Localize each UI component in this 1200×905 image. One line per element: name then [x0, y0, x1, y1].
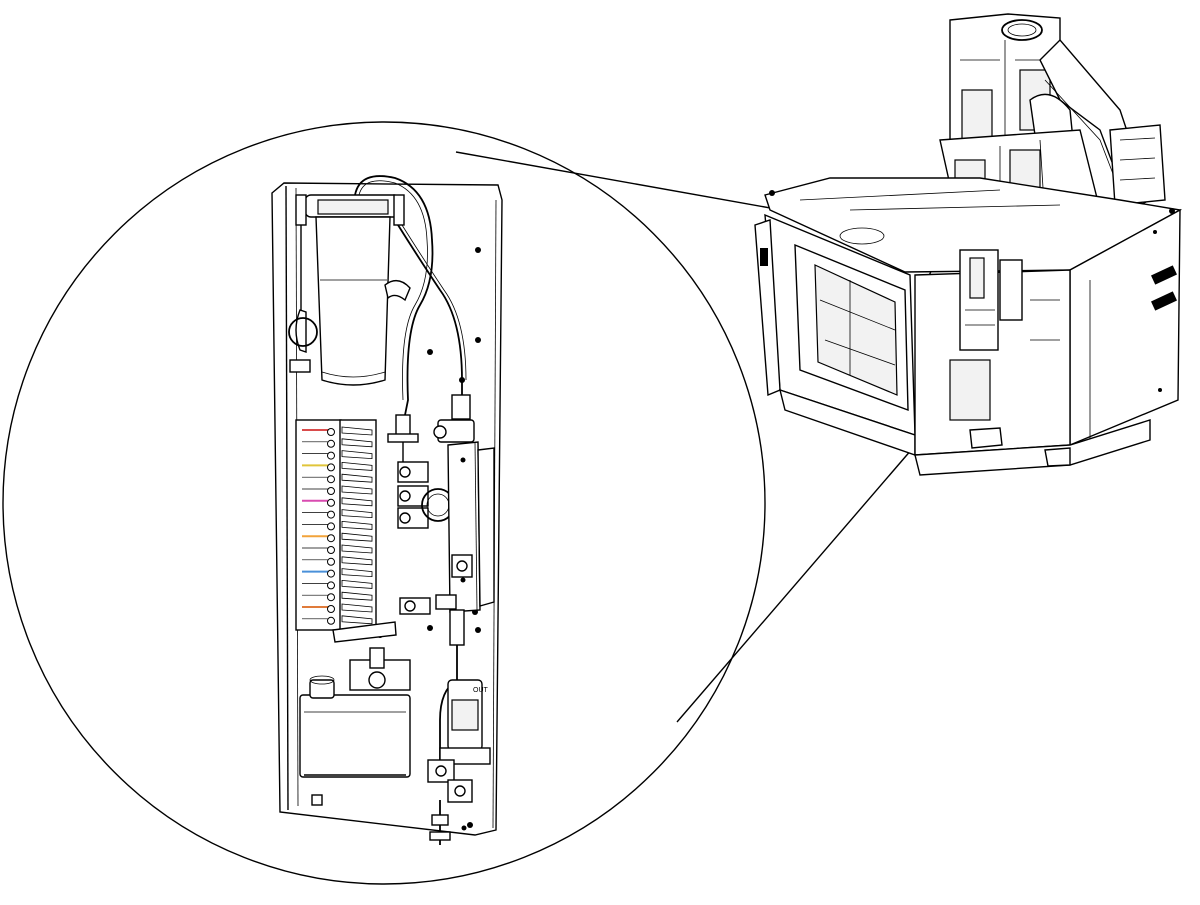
manifold-port [327, 605, 335, 613]
bottom-valves [427, 759, 473, 845]
manifold-fin [341, 426, 373, 436]
cnc-machine-overview [754, 13, 1183, 476]
hose-to-solenoid [397, 224, 463, 395]
injector-fitting [387, 414, 419, 470]
leader-line-bottom [676, 419, 938, 723]
lubrication-panel-detail: OUT [271, 175, 503, 845]
right-side-panel [1069, 208, 1181, 447]
lubrication-panel-housing [914, 249, 1071, 456]
side-vent-1 [1151, 265, 1177, 285]
filter-bowl [315, 216, 391, 386]
manifold-port [327, 522, 335, 531]
panel-left-flange [285, 185, 289, 811]
manifold-fin [341, 556, 373, 566]
machine-base [914, 419, 1151, 476]
main-solenoid-valve [433, 394, 475, 443]
manifold-port [327, 534, 335, 543]
reservoir-cap [309, 679, 335, 699]
hose-filter-out [354, 175, 434, 421]
manifold-port [327, 569, 335, 578]
manifold-fin [341, 603, 373, 613]
manifold-fin [341, 615, 373, 625]
manifold-port [327, 439, 335, 448]
manifold-fin [341, 497, 373, 507]
manifold-port [327, 475, 335, 484]
manifold-fin [341, 544, 373, 554]
top-access-hatch [839, 227, 885, 245]
manifold-ports [327, 426, 373, 625]
manifold-fin [341, 461, 373, 471]
manifold-port [327, 428, 335, 436]
manifold-port [327, 498, 335, 507]
lube-distribution-manifold [295, 419, 397, 643]
manifold-port [327, 616, 335, 625]
front-enclosure [754, 213, 916, 456]
manifold-bracket [332, 621, 397, 643]
manifold-fin [341, 532, 373, 542]
manifold-port [327, 463, 335, 472]
solenoid-valve-stack [397, 461, 455, 529]
manifold-port [327, 546, 335, 554]
air-manifold-rail [399, 441, 495, 615]
manifold-fin [341, 591, 373, 601]
cable-clamp [288, 309, 318, 373]
manifold-fin [341, 485, 373, 495]
tool-changer [1109, 124, 1166, 206]
detail-magnifier-circle [2, 121, 766, 885]
oil-reservoir [299, 647, 411, 806]
manifold-fin [341, 579, 373, 589]
filter-right-fitting [393, 194, 405, 226]
manifold-fin [341, 520, 373, 530]
air-hoses [354, 175, 467, 421]
manifold-fin [341, 450, 373, 460]
lube-pump-cartridge: OUT [439, 679, 491, 765]
manifold-color-labels [302, 429, 330, 620]
manifold-fin [341, 438, 373, 448]
reservoir-tank [299, 694, 411, 778]
filter-left-fitting [295, 194, 307, 226]
side-vent-2 [1151, 291, 1177, 311]
spindle-motor-fan [1001, 19, 1043, 41]
manifold-fin [341, 568, 373, 578]
manifold-port [327, 557, 335, 566]
manifold-port [327, 487, 335, 495]
manifold-port [327, 581, 335, 590]
manifold-fin [341, 509, 373, 519]
manifold-fin [341, 473, 373, 483]
door-window [814, 264, 898, 396]
manifold-port [327, 593, 335, 602]
air-filter-canister [295, 194, 405, 386]
manifold-port [327, 451, 335, 460]
manifold-port [327, 510, 335, 519]
pump-out-label: OUT [473, 687, 489, 694]
